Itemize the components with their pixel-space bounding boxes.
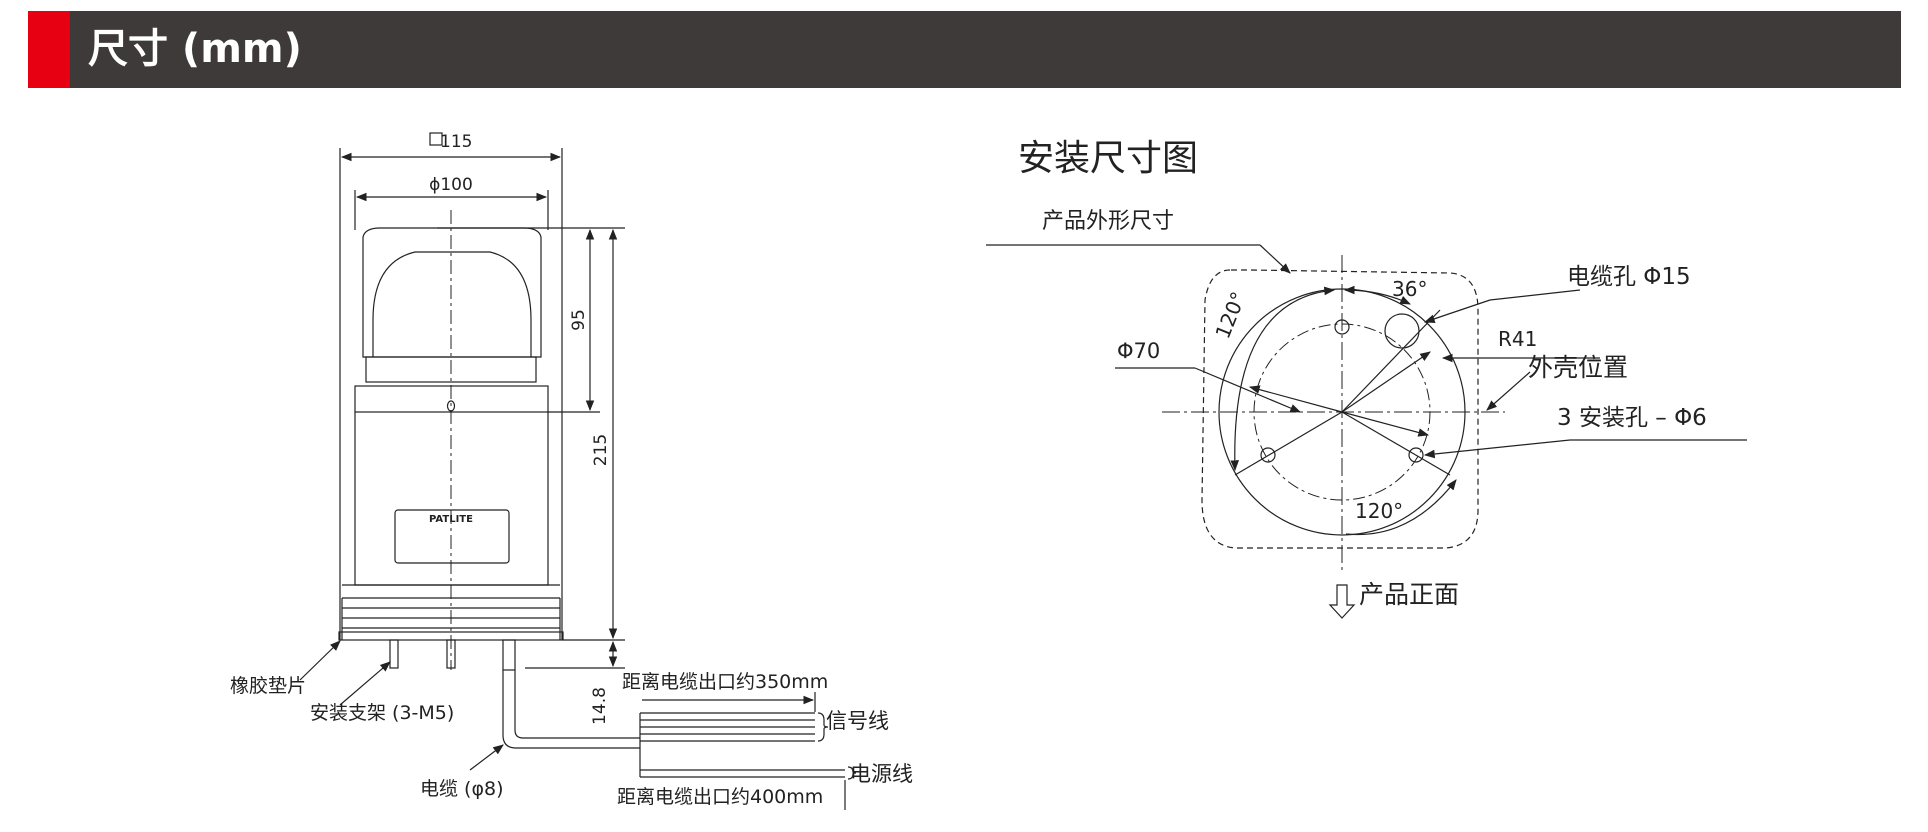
brand-logo: PATLITE [429, 514, 473, 525]
mount-diagram-title: 安装尺寸图 [1018, 138, 1198, 179]
bracket-label: 安装支架 (3-M5) [310, 702, 454, 724]
housing-position-label: 外壳位置 [1528, 353, 1628, 382]
square-symbol-icon [429, 132, 443, 146]
dim-diameter-label: ϕ100 [429, 175, 473, 195]
angle-120-left-label: 120° [1210, 288, 1250, 342]
power-wire-label: 电源线 [850, 762, 913, 786]
cable-label: 电缆 (φ8) [420, 778, 504, 800]
section-title: 尺寸 (mm) [88, 26, 302, 72]
dim-14-8-label: 14.8 [590, 687, 610, 725]
r41-label: R41 [1498, 327, 1537, 351]
mount-holes-label: 3 安装孔 – Φ6 [1557, 405, 1707, 431]
cable-distance-400-label: 距离电缆出口约400mm [617, 786, 823, 808]
angle-120-bottom-label: 120° [1355, 499, 1403, 523]
rubber-pad-label: 橡胶垫片 [230, 675, 306, 697]
outline-label: 产品外形尺寸 [1042, 209, 1174, 234]
cable-hole-label: 电缆孔 Φ15 [1567, 264, 1691, 290]
product-front-label: 产品正面 [1359, 580, 1459, 609]
cable-distance-350-label: 距离电缆出口约350mm [622, 671, 828, 693]
section-header: 尺寸 (mm) [28, 11, 1901, 88]
dim-95-label: 95 [569, 309, 589, 331]
signal-wire-label: 信号线 [826, 709, 889, 733]
angle-36-label: 36° [1392, 277, 1427, 301]
dim-square-label: 115 [440, 132, 472, 152]
front-view [299, 148, 857, 810]
dim-215-label: 215 [591, 434, 611, 466]
header-accent-bar [28, 11, 70, 88]
mounting-view [986, 244, 1747, 619]
phi70-label: Φ70 [1117, 339, 1160, 363]
